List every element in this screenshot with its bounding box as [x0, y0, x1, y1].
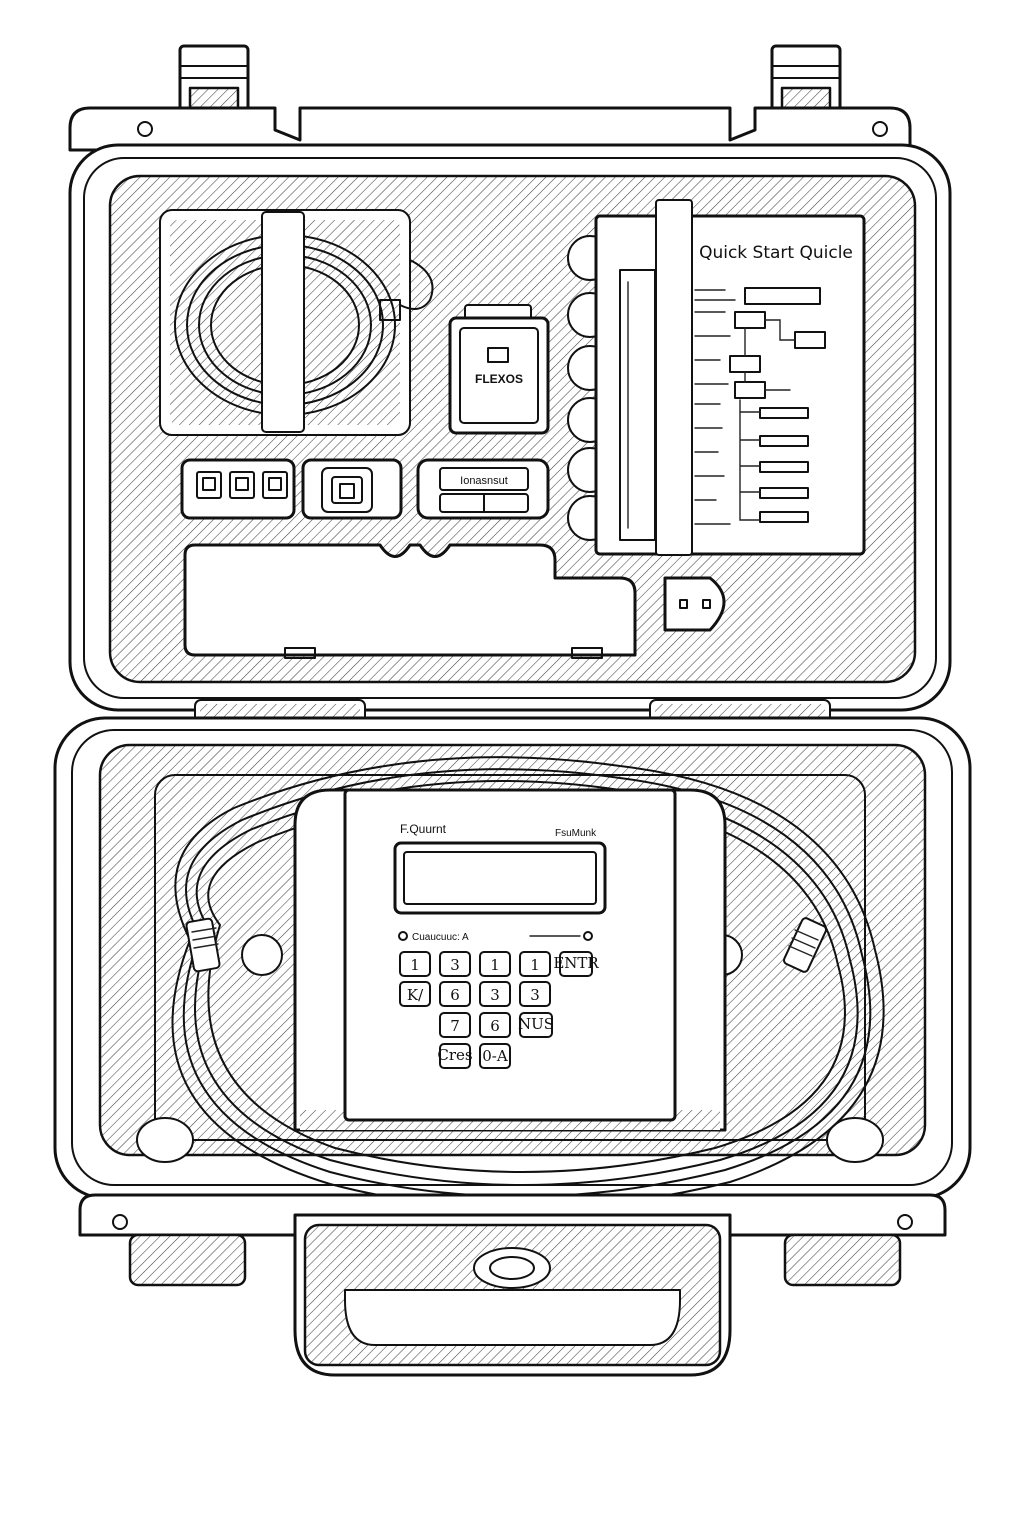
svg-text:1: 1 — [410, 956, 420, 974]
carry-handle[interactable] — [293, 1213, 732, 1377]
keypad-key[interactable]: 3 — [439, 951, 471, 977]
keypad-key[interactable]: 7 — [439, 1012, 471, 1038]
svg-text:3: 3 — [530, 986, 540, 1004]
quick-start-title: Quick Start Quicle — [699, 243, 853, 263]
flow-meter-device[interactable]: F.Quurnt FsuMunk Cuaucuuc: A 1 3 1 1 ENT… — [293, 788, 727, 1132]
keypad-key[interactable]: NUS — [518, 1012, 554, 1038]
svg-text:1: 1 — [530, 956, 540, 974]
device-brand-left: F.Quurnt — [400, 822, 447, 836]
keypad-key[interactable]: 3 — [519, 981, 551, 1007]
lid-side-clip — [663, 576, 726, 632]
slot-label: Ionasnsut — [460, 475, 508, 487]
case-base: F.Quurnt FsuMunk Cuaucuuc: A 1 3 1 1 ENT… — [53, 716, 972, 1210]
module-label: FLEXOS — [475, 372, 523, 386]
device-status-label: Cuaucuuc: A — [412, 932, 469, 943]
flowchart-diagram — [694, 287, 826, 525]
svg-text:1: 1 — [490, 956, 500, 974]
keypad-key[interactable]: 6 — [479, 1012, 511, 1038]
svg-text:Cres: Cres — [437, 1046, 472, 1064]
svg-text:6: 6 — [490, 1017, 500, 1035]
keypad-key[interactable]: K/ — [399, 981, 431, 1007]
lid-storage-pocket — [183, 543, 637, 659]
device-brand-right: FsuMunk — [555, 828, 597, 839]
keypad-key[interactable]: Cres — [437, 1043, 473, 1069]
keypad-key[interactable]: 0-A — [479, 1043, 511, 1069]
case-front-latches-and-handle — [78, 1193, 947, 1377]
cable-connector-left — [185, 917, 221, 973]
labeled-slot: Ionasnsut — [416, 458, 550, 520]
quick-start-guide[interactable]: Quick Start Quicle — [567, 199, 866, 556]
svg-text:3: 3 — [490, 986, 500, 1004]
cable-connector-right — [782, 917, 828, 973]
svg-text:K/: K/ — [407, 986, 424, 1004]
connector-pockets — [180, 458, 403, 520]
lid-cable-compartment — [159, 209, 434, 436]
svg-text:3: 3 — [450, 956, 460, 974]
flexos-module[interactable]: FLEXOS — [448, 304, 550, 435]
device-display — [393, 841, 607, 915]
device-keypad: 1 3 1 1 ENTR K/ 6 3 3 7 6 NUS Cres 0-A — [399, 951, 599, 1069]
svg-text:6: 6 — [450, 986, 460, 1004]
keypad-key[interactable]: 3 — [479, 981, 511, 1007]
svg-text:NUS: NUS — [518, 1015, 554, 1033]
case-lid: FLEXOS Ionasnsut — [68, 44, 952, 712]
keypad-key[interactable]: 6 — [439, 981, 471, 1007]
svg-text:7: 7 — [450, 1017, 460, 1035]
keypad-key[interactable]: 1 — [399, 951, 431, 977]
enter-key[interactable]: ENTR — [553, 951, 599, 977]
svg-text:ENTR: ENTR — [553, 954, 599, 972]
keypad-key[interactable]: 1 — [479, 951, 511, 977]
svg-text:0-A: 0-A — [482, 1047, 508, 1065]
keypad-key[interactable]: 1 — [519, 951, 551, 977]
